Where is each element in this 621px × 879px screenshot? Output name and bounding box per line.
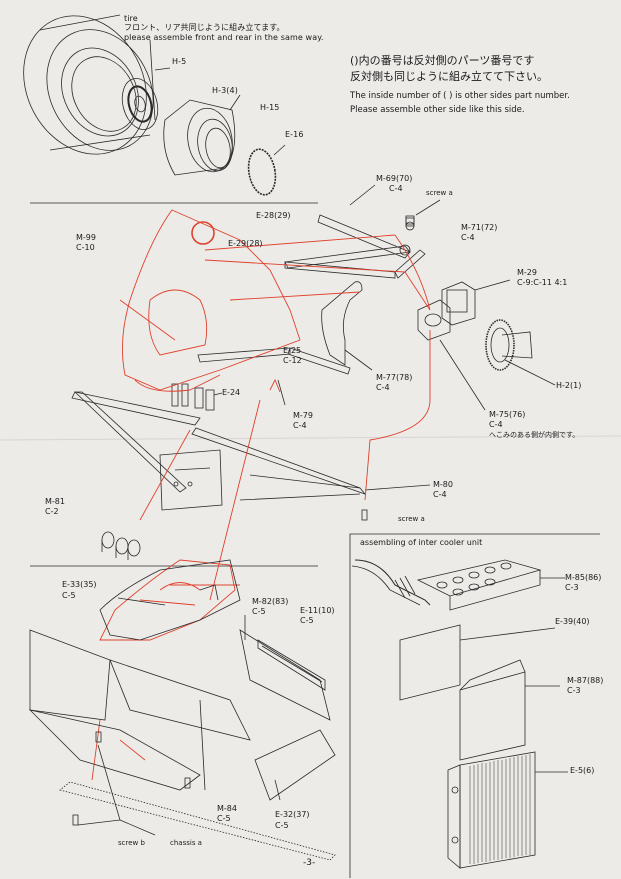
part-m85-sprue: C-3 [565,583,579,592]
note-en-line2: Please assemble other side like this sid… [350,105,525,115]
part-e28: E-28(29) [256,211,291,220]
page-number: -3- [303,858,316,868]
chassis-a-label: chassis a [170,839,202,847]
part-h15: H-15 [260,103,280,112]
part-e24: E-24 [222,388,241,397]
part-e32-number: E-32(37) [275,810,310,819]
note-en-line1: The inside number of ( ) is other sides … [350,91,570,101]
ring-e16-drawing [247,144,286,196]
side-plate-e32-drawing [254,729,336,801]
part-m99-sprue: C-10 [76,243,95,252]
cylinders-m81-drawing [101,531,141,560]
part-m77-number: M-77(78) [376,373,413,382]
intercooler-top-m85-drawing [416,559,565,611]
intercooler-title: assembling of inter cooler unit [360,538,483,547]
intercooler-pipe-drawing [351,559,431,606]
part-m85-number: M-85(86) [565,573,602,582]
brake-duct-m77-drawing [321,281,373,371]
note-jp-line1: ()内の番号は反対側のパーツ番号です [350,54,535,67]
part-m87-sprue: C-3 [567,686,581,695]
part-m75-sprue: C-4 [489,420,503,429]
part-e33-number: E-33(35) [62,580,97,589]
part-e25-sprue: C-12 [283,356,302,365]
wheel-hub-h5-drawing [121,67,171,130]
note-jp-line2: 反対側も同じように組み立てて下さい。 [350,70,548,83]
part-m80-sprue: C-4 [433,490,447,499]
lower-nose-drawing [99,559,241,641]
front-frame-m80-drawing [71,391,431,511]
part-m82-number: M-82(83) [252,597,289,606]
part-e11-sprue: C-5 [300,616,314,625]
upright-m75-drawing [417,299,486,411]
screw-a-top-label: screw a [426,189,453,197]
part-h3: H-3(4) [212,86,238,95]
part-m71-sprue: C-4 [461,233,475,242]
nose-cone-red-drawing [91,209,431,781]
side-panel-m82-drawing [239,615,331,721]
part-e29: E-29(28) [228,239,263,248]
screw-b-label: screw b [118,839,145,847]
part-e16: E-16 [285,130,304,139]
part-m75-note: へこみのある側が内側です。 [489,431,580,439]
brake-disc-h2-drawing [485,319,556,386]
bulkhead-e24-drawing [171,383,223,411]
part-m29-sprue: C-9:C-11 4:1 [517,278,568,287]
screw-a-bottom-label: screw a [398,515,425,523]
part-m99-number: M-99 [76,233,96,242]
part-e32-sprue: C-5 [275,821,289,830]
part-m77-sprue: C-4 [376,383,390,392]
lower-wishbone-m79-drawing [197,347,351,406]
part-m82-sprue: C-5 [252,607,266,616]
part-m75-number: M-75(76) [489,410,526,419]
screw-a-drawing [361,215,415,521]
upper-arm-m69-drawing [284,184,411,269]
part-m79-sprue: C-4 [293,421,307,430]
part-e33-sprue: C-5 [62,591,76,600]
caliper-m29-drawing [441,279,511,326]
part-h2: H-2(1) [556,381,582,390]
intercooler-plate-e39-drawing [399,624,556,701]
part-m71-number: M-71(72) [461,223,498,232]
tire-label: tire [124,14,138,23]
tire-note-en: please assemble front and rear in the sa… [124,33,324,42]
part-e5: E-5(6) [570,766,595,775]
side-strip-e11-drawing [257,639,326,691]
floor-m84-drawing [28,629,336,861]
part-m84-sprue: C-5 [217,814,231,823]
part-m79-number: M-79 [293,411,313,420]
part-m87-number: M-87(88) [567,676,604,685]
tire-note-jp: フロント、リア共同じように組み立てます。 [124,23,285,32]
part-h5: H-5 [172,57,187,66]
part-e39: E-39(40) [555,617,590,626]
screws-b-drawing [72,731,191,836]
part-m69-sprue: C-4 [389,184,403,193]
rim-h3-drawing [163,94,241,176]
part-e25-number: E-25 [283,346,302,355]
part-m84-number: M-84 [217,804,237,813]
fold-crease [0,435,621,441]
part-e11-number: E-11(10) [300,606,335,615]
part-m29-number: M-29 [517,268,537,277]
part-m69-number: M-69(70) [376,174,413,183]
part-m81-number: M-81 [45,497,65,506]
part-m81-sprue: C-2 [45,507,59,516]
intercooler-radiator-e5-drawing [447,751,568,869]
intercooler-core-m87-drawing [459,659,560,761]
part-m80-number: M-80 [433,480,453,489]
